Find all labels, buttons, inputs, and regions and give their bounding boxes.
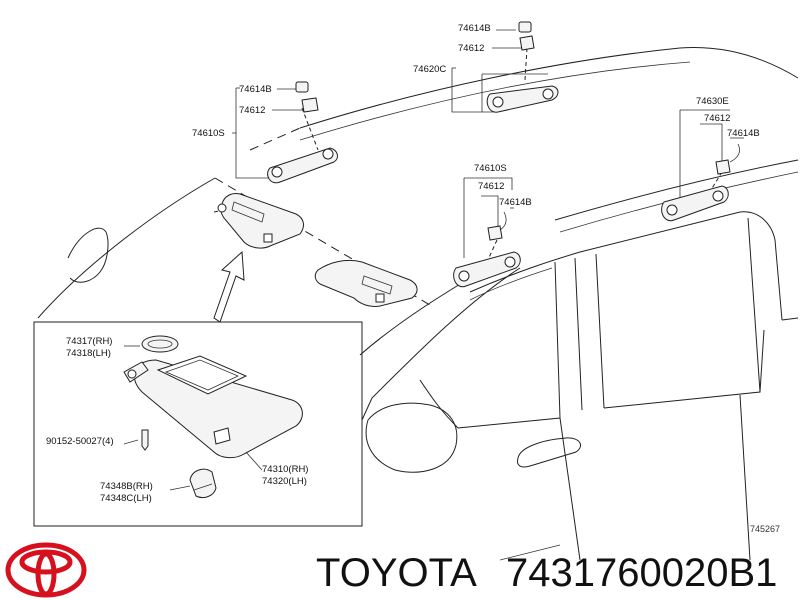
sun-visor-detail [123, 335, 303, 499]
sun-visor-installed-right [314, 259, 418, 307]
drawing-code: 745267 [750, 524, 780, 534]
label-74310: 74310(RH) [262, 464, 308, 475]
label-90152-50027: 90152-50027(4) [46, 436, 114, 447]
toyota-logo-icon [5, 542, 87, 598]
grab-handle-left [267, 147, 338, 184]
label-74318: 74318(LH) [66, 348, 111, 359]
label-74614B-rear: 74614B [727, 128, 760, 139]
clip-top [518, 21, 535, 51]
sun-visor-installed-left [217, 193, 304, 249]
label-74614B-right: 74614B [499, 197, 532, 208]
label-74620C: 74620C [413, 64, 446, 75]
brand-name: TOYOTA [316, 551, 477, 595]
label-74317: 74317(RH) [66, 336, 112, 347]
label-74614B-top: 74614B [458, 23, 491, 34]
grab-handle-top [486, 85, 559, 113]
bracket-lines [232, 29, 744, 258]
grab-handle-rear [661, 185, 729, 222]
grab-handle-right [453, 251, 521, 288]
label-74614B-left: 74614B [239, 84, 272, 95]
label-74630E: 74630E [696, 96, 729, 107]
clip-rear [715, 143, 740, 175]
clip-left [295, 81, 319, 113]
label-74348C: 74348C(LH) [100, 493, 152, 504]
clip-right [487, 211, 507, 241]
label-74348B: 74348B(RH) [100, 481, 153, 492]
label-74612-top: 74612 [458, 43, 484, 54]
label-74610S-left: 74610S [192, 128, 225, 139]
label-74612-rear: 74612 [704, 113, 730, 124]
detail-arrow [213, 250, 245, 323]
label-74610S-right: 74610S [474, 163, 507, 174]
detail-box [33, 321, 363, 527]
label-74612-right: 74612 [478, 181, 504, 192]
part-number: 7431760020B1 [506, 551, 777, 595]
label-74320: 74320(LH) [262, 476, 307, 487]
label-74612-left: 74612 [239, 105, 265, 116]
callout-labels: 74614B 74612 74620C 74614B 74612 74610S … [46, 23, 780, 534]
